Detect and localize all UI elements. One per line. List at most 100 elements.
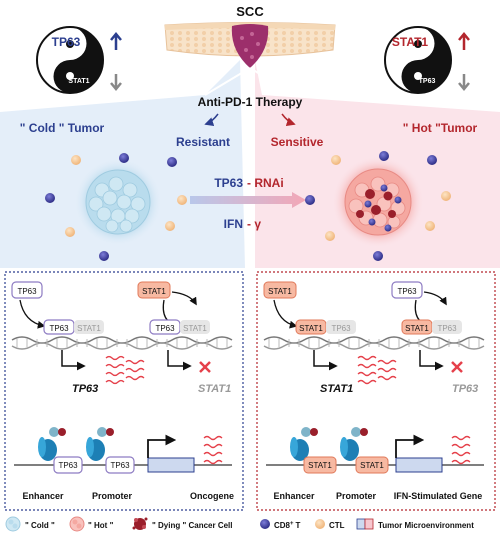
legend-cd8-icon <box>260 519 270 529</box>
binding-arrow <box>273 299 298 329</box>
treatment-2-agent: IFN <box>224 217 243 231</box>
left-panel-content: TP63 STAT1 TP63 STAT1 TP63 STAT1 <box>11 281 234 501</box>
gene-type-label: IFN-Stimulated Gene <box>394 491 483 501</box>
site-1-b: TP63 <box>331 324 351 333</box>
transcription-arrow <box>61 350 86 371</box>
mrna-squiggles <box>357 355 397 385</box>
coactivator-complex-icon <box>38 427 114 461</box>
dna-helix-icon <box>11 336 233 350</box>
tss-arrow <box>395 434 425 458</box>
up-arrow-icon <box>458 32 470 50</box>
right-badge-main: STAT1 <box>392 35 429 49</box>
promoter-box-label: TP63 <box>110 461 130 470</box>
treatment-1-method: - RNAi <box>247 176 284 190</box>
legend: " Cold " " Hot " " Dying " Cancer Cell C… <box>5 516 474 532</box>
transcription-arrow <box>313 350 338 371</box>
legend-dying-label: " Dying " Cancer Cell <box>152 521 233 530</box>
legend-ctl-label: CTL <box>329 521 345 530</box>
cold-tme-cells <box>45 153 187 261</box>
treatment-1-agent: TP63 <box>214 176 243 190</box>
blocked-x-icon <box>199 361 211 373</box>
release-arrow <box>423 291 447 306</box>
mrna-squiggles <box>203 435 223 465</box>
stat1-factor-box <box>263 281 297 299</box>
site-2-b: STAT1 <box>183 324 207 333</box>
therapy-label: Anti-PD-1 Therapy <box>198 95 303 109</box>
hot-tumor-cluster <box>332 156 424 248</box>
legend-cold-label: " Cold " <box>25 521 55 530</box>
stat1-factor-box <box>137 281 171 299</box>
legend-cd8-sup: + <box>290 521 294 527</box>
site-2-a: TP63 <box>155 324 175 333</box>
legend-cd8-label: CD8+T <box>274 521 301 530</box>
stat1-factor-label: STAT1 <box>142 287 166 296</box>
hot-tumor-label: " Hot "Tumor <box>403 121 478 135</box>
tissue-ray-left <box>204 67 251 96</box>
gene-body-box <box>147 457 195 473</box>
right-badge-sub: TP63 <box>419 78 436 85</box>
cold-tumor-cluster <box>74 158 162 246</box>
legend-dying-cell-icon <box>132 517 148 530</box>
sensitive-label: Sensitive <box>271 135 324 149</box>
binding-arrow <box>19 299 46 329</box>
legend-hot-label: " Hot " <box>88 521 114 530</box>
gene-label-1: TP63 <box>72 383 98 395</box>
gene-body-box <box>395 457 443 473</box>
mrna-squiggles <box>451 435 471 465</box>
promoter-label: Promoter <box>336 491 377 501</box>
yin-yang-right <box>384 26 452 94</box>
dna-helix-icon <box>263 336 485 350</box>
down-arrow-icon <box>458 74 470 91</box>
promoter-label: Promoter <box>92 491 133 501</box>
hot-tme-cells <box>305 151 451 261</box>
up-arrow-icon <box>110 32 122 50</box>
yin-yang-left <box>36 26 104 94</box>
legend-ctl-icon <box>315 519 325 529</box>
cold-tumor-label: " Cold " Tumor <box>20 121 105 135</box>
down-arrow-icon <box>110 74 122 91</box>
mrna-squiggles <box>105 355 145 385</box>
site-1-b: STAT1 <box>77 324 101 333</box>
skin-tissue-icon <box>164 22 336 68</box>
site-1-a: TP63 <box>49 324 69 333</box>
stat1-factor-label: STAT1 <box>268 287 292 296</box>
transcription-arrow <box>419 350 444 371</box>
legend-cd8-t: T <box>296 521 301 530</box>
legend-hot-icon <box>69 516 85 532</box>
enhancer-box-label: TP63 <box>58 461 78 470</box>
figure-title: SCC <box>236 4 264 19</box>
enhancer-box-label: STAT1 <box>308 461 332 470</box>
treatment-2-method: - γ <box>247 217 261 231</box>
coactivator-complex-icon <box>290 427 368 461</box>
resistant-arrow <box>204 113 219 126</box>
right-panel-content: STAT1 TP63 STAT1 TP63 STAT1 TP63 <box>263 281 485 501</box>
transcription-arrow <box>167 350 192 371</box>
gene-label-2: TP63 <box>452 383 478 395</box>
blocked-x-icon <box>451 361 463 373</box>
tp63-factor-box <box>11 281 43 299</box>
enhancer-label: Enhancer <box>273 491 315 501</box>
left-badge-sub: STAT1 <box>68 78 89 85</box>
legend-tme-icon <box>356 518 374 530</box>
sensitive-arrow <box>281 113 296 126</box>
left-badge-main: TP63 <box>52 35 81 49</box>
tp63-factor-label: TP63 <box>17 287 37 296</box>
tss-arrow <box>147 434 177 458</box>
legend-tme-label: Tumor Microenvironment <box>378 521 474 530</box>
gene-label-2: STAT1 <box>198 383 231 395</box>
legend-cold-icon <box>5 516 21 532</box>
legend-cd8-text: CD8 <box>274 521 291 530</box>
treatment-arrow <box>190 192 306 208</box>
tissue-ray-right <box>249 67 296 96</box>
site-1-a: STAT1 <box>299 324 323 333</box>
right-mechanism-panel <box>256 271 496 511</box>
tp63-factor-label: TP63 <box>397 287 417 296</box>
enhancer-label: Enhancer <box>22 491 64 501</box>
site-2-b: TP63 <box>437 324 457 333</box>
gene-label-1: STAT1 <box>320 383 353 395</box>
promoter-box-label: STAT1 <box>360 461 384 470</box>
resistant-label: Resistant <box>176 135 230 149</box>
site-2-a: STAT1 <box>405 324 429 333</box>
release-arrow <box>171 291 197 306</box>
